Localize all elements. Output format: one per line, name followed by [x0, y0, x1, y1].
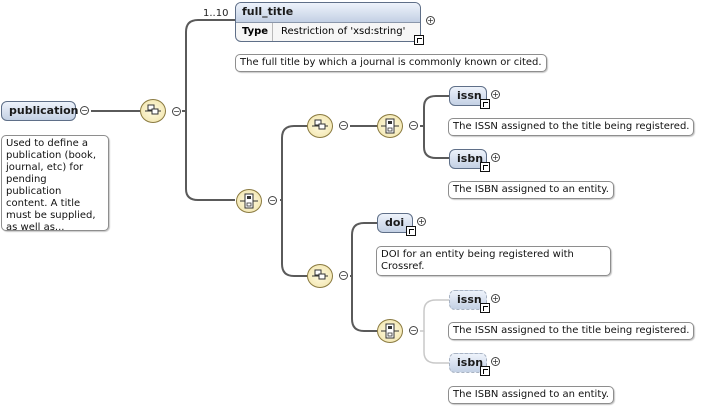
doi-reference-icon[interactable] — [406, 226, 416, 236]
branch2-sequence-collapse-icon[interactable]: − — [339, 271, 348, 280]
doi-label: doi — [385, 216, 405, 229]
full-title-element[interactable]: full_title Type Restriction of 'xsd:stri… — [235, 2, 421, 42]
branch1-issn-reference-icon[interactable] — [480, 99, 490, 109]
branch2-isbn-expand-icon[interactable]: + — [491, 357, 500, 366]
full-title-cardinality: 1..10 — [203, 8, 229, 19]
type-value: Restriction of 'xsd:string' — [281, 26, 406, 37]
branch1-choice-collapse-icon[interactable]: − — [409, 121, 418, 130]
type-key: Type — [236, 23, 273, 41]
publication-label: publication — [9, 104, 79, 117]
branch1-isbn-element[interactable]: isbn — [449, 149, 487, 169]
branch1-isbn-annotation: The ISBN assigned to an entity. — [448, 181, 614, 199]
branch1-isbn-expand-icon[interactable]: + — [491, 153, 500, 162]
branch2-issn-reference-icon[interactable] — [480, 303, 490, 313]
branch2-issn-element[interactable]: issn — [449, 290, 487, 310]
branch2-isbn-reference-icon[interactable] — [480, 366, 490, 376]
doi-expand-icon[interactable]: + — [417, 217, 426, 226]
publication-annotation: Used to define a publication (book, jour… — [1, 135, 109, 233]
choice-collapse-icon[interactable]: − — [268, 196, 277, 205]
doi-annotation: DOI for an entity being registered with … — [376, 246, 611, 276]
full-title-expand-icon[interactable]: + — [426, 16, 435, 25]
doi-element[interactable]: doi — [377, 213, 413, 233]
branch2-choice-collapse-icon[interactable]: − — [409, 326, 418, 335]
isbn-label: isbn — [457, 152, 484, 165]
branch1-issn-expand-icon[interactable]: + — [491, 90, 500, 99]
branch1-choice-icon[interactable] — [377, 114, 403, 138]
branch2-isbn-annotation: The ISBN assigned to an entity. — [448, 386, 614, 404]
full-title-annotation: The full title by which a journal is com… — [235, 54, 547, 72]
branch2-sequence-icon[interactable] — [307, 264, 333, 288]
isbn-label: isbn — [457, 356, 484, 369]
full-title-type-row: Type Restriction of 'xsd:string' — [236, 23, 420, 41]
branch1-sequence-collapse-icon[interactable]: − — [339, 121, 348, 130]
full-title-reference-icon[interactable] — [414, 35, 424, 45]
choice-compositor-icon[interactable] — [236, 189, 262, 213]
branch1-isbn-reference-icon[interactable] — [480, 162, 490, 172]
full-title-label: full_title — [236, 3, 420, 23]
branch1-issn-annotation: The ISSN assigned to the title being reg… — [448, 118, 695, 136]
issn-label: issn — [457, 89, 482, 102]
branch2-issn-expand-icon[interactable]: + — [491, 294, 500, 303]
publication-element[interactable]: publication — [1, 101, 79, 121]
issn-label: issn — [457, 293, 482, 306]
branch2-isbn-element[interactable]: isbn — [449, 353, 487, 373]
branch2-choice-icon[interactable] — [377, 319, 403, 343]
sequence-collapse-icon[interactable]: − — [172, 107, 181, 116]
branch1-sequence-icon[interactable] — [307, 114, 333, 138]
sequence-compositor-icon[interactable] — [140, 99, 166, 123]
publication-collapse-icon[interactable]: − — [80, 106, 89, 115]
branch1-issn-element[interactable]: issn — [449, 86, 487, 106]
branch2-issn-annotation: The ISSN assigned to the title being reg… — [448, 322, 695, 340]
